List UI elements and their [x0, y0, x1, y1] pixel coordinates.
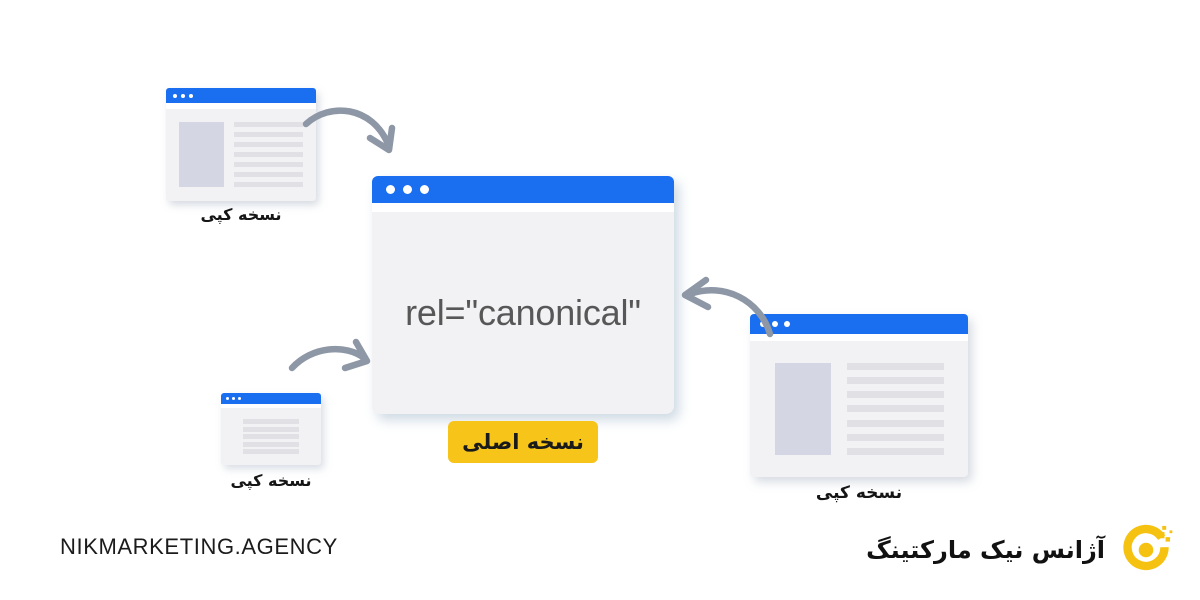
- canonical-code-text: rel="canonical": [405, 292, 641, 333]
- skeleton-line: [243, 426, 299, 432]
- window-dot-2: [181, 93, 185, 98]
- window-bar-gap: [372, 203, 674, 212]
- window-dot-1: [173, 93, 177, 98]
- content-skeleton: [775, 363, 944, 455]
- window-dot-1: [226, 397, 229, 400]
- skeleton-image-block: [775, 363, 831, 455]
- skeleton-line: [847, 447, 944, 455]
- skeleton-image-block: [179, 122, 224, 187]
- copy-window-top-left: [166, 88, 316, 201]
- window-title-bar: [750, 314, 968, 334]
- window-content: [221, 408, 321, 465]
- content-skeleton: [179, 122, 303, 187]
- copy-window-bottom-left: [221, 393, 321, 465]
- skeleton-line: [243, 434, 299, 439]
- copy-label-right: نسخه کپی: [815, 483, 903, 503]
- window-dot-3: [238, 397, 241, 400]
- window-dot-1: [386, 185, 395, 194]
- window-dot-2: [403, 185, 412, 194]
- window-dot-2: [232, 397, 235, 400]
- skeleton-line: [243, 449, 299, 454]
- window-bar-gap: [221, 404, 321, 408]
- footer-website-url: NIKMARKETING.AGENCY: [60, 534, 338, 559]
- window-dot-2: [772, 321, 778, 327]
- window-bar-gap: [750, 334, 968, 341]
- skeleton-line: [234, 182, 303, 187]
- brand-lockup: آژانس نیک مارکتینگ: [866, 522, 1174, 578]
- window-content: [166, 109, 316, 201]
- nik-marketing-ring-icon: [1123, 524, 1173, 571]
- copy-label-bottom-left: نسخه کپی: [230, 471, 312, 490]
- skeleton-line: [243, 441, 299, 447]
- skeleton-text-lines: [243, 419, 299, 454]
- skeleton-text-lines: [847, 363, 944, 455]
- skeleton-text-lines: [234, 122, 303, 187]
- window-dot-3: [189, 93, 193, 98]
- skeleton-line: [234, 162, 303, 167]
- skeleton-line: [234, 122, 303, 127]
- window-title-bar: [166, 88, 316, 103]
- skeleton-line: [234, 142, 303, 147]
- window-content: rel="canonical": [372, 212, 674, 414]
- original-version-badge: نسخه اصلی: [448, 421, 598, 463]
- skeleton-line: [847, 405, 944, 413]
- skeleton-line: [234, 172, 303, 177]
- skeleton-line: [243, 419, 299, 424]
- skeleton-line: [234, 132, 303, 137]
- copy-label-top-left: نسخه کپی: [200, 205, 282, 224]
- window-dot-3: [420, 185, 429, 194]
- window-content: [750, 341, 968, 477]
- brand-name-text: آژانس نیک مارکتینگ: [866, 536, 1105, 564]
- skeleton-line: [847, 377, 944, 385]
- window-dot-1: [760, 321, 766, 327]
- window-title-bar: [221, 393, 321, 404]
- skeleton-line: [847, 391, 944, 399]
- skeleton-line: [847, 433, 944, 441]
- arrow-top-left-to-main: [302, 107, 396, 154]
- window-bar-gap: [166, 103, 316, 109]
- copy-window-right: [750, 314, 968, 477]
- canonical-main-window: rel="canonical": [372, 176, 674, 414]
- skeleton-line: [847, 363, 944, 370]
- skeleton-line: [847, 419, 944, 427]
- window-dot-3: [784, 321, 790, 327]
- window-title-bar: [372, 176, 674, 203]
- skeleton-line: [234, 152, 303, 157]
